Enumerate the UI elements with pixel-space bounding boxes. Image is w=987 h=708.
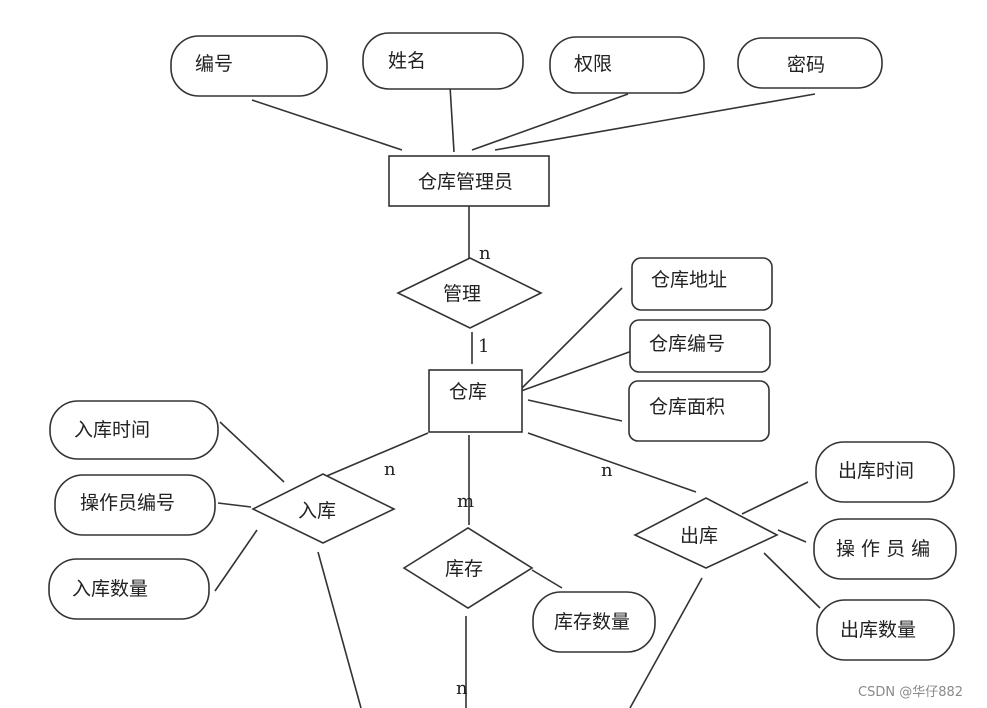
edge-outbound-time — [741, 481, 809, 515]
attribute-warehouse-address-label: 仓库地址 — [651, 269, 727, 291]
edge-warehouse-address — [520, 287, 623, 390]
attribute-name-label: 姓名 — [388, 50, 426, 72]
attribute-operator-id: 操作员编号 — [54, 474, 216, 536]
attribute-password: 密码 — [737, 37, 883, 89]
edge-stock-quantity — [531, 569, 563, 589]
attribute-name: 姓名 — [362, 32, 524, 90]
edge-warehouse-area — [527, 399, 623, 422]
entity-warehouse-manager-label: 仓库管理员 — [418, 171, 513, 193]
edge-outbound-down — [629, 577, 703, 708]
attribute-outbound-operator: 操 作 员 编 — [813, 518, 957, 580]
edge-inbound-quantity — [214, 529, 258, 592]
relationship-stock: 库存 — [402, 527, 534, 609]
edge-password-manager — [494, 93, 816, 151]
attribute-warehouse-number-label: 仓库编号 — [649, 333, 725, 355]
cardinality-inbound: n — [384, 459, 396, 480]
edge-warehouse-outbound — [527, 432, 697, 493]
edges — [214, 85, 821, 708]
attribute-warehouse-address: 仓库地址 — [631, 257, 773, 311]
attribute-inbound-quantity-label: 入库数量 — [72, 578, 148, 600]
entity-warehouse-manager: 仓库管理员 — [388, 155, 550, 207]
relationship-outbound-label: 出库 — [680, 525, 718, 547]
cardinality-manage-warehouse: 1 — [478, 336, 489, 357]
cardinality-stock-bottom: n — [456, 678, 468, 699]
edge-inbound-operator — [217, 502, 252, 508]
attribute-inbound-time: 入库时间 — [49, 400, 219, 460]
attribute-stock-quantity-label: 库存数量 — [554, 611, 630, 633]
cardinality-manage-manager: n — [479, 243, 491, 264]
attribute-outbound-quantity-label: 出库数量 — [840, 619, 916, 641]
relationship-outbound: 出库 — [633, 497, 779, 569]
attribute-permission: 权限 — [549, 36, 705, 94]
edge-inbound-time — [219, 421, 285, 483]
attribute-warehouse-area: 仓库面积 — [628, 380, 770, 442]
attribute-id: 编号 — [170, 35, 328, 97]
attribute-permission-label: 权限 — [574, 53, 612, 75]
entity-warehouse: 仓库 — [428, 369, 523, 433]
watermark: CSDN @华仔882 — [858, 685, 963, 700]
attribute-outbound-quantity: 出库数量 — [816, 599, 955, 661]
edge-name-manager — [449, 85, 455, 153]
cardinality-stock-warehouse: m — [457, 491, 474, 512]
cardinality-outbound: n — [601, 460, 613, 481]
edge-warehouse-number — [520, 350, 633, 392]
relationship-manage: 管理 — [396, 257, 543, 329]
edge-warehouse-inbound — [321, 432, 429, 479]
attribute-warehouse-area-label: 仓库面积 — [649, 396, 725, 418]
relationship-manage-label: 管理 — [443, 283, 481, 305]
attribute-outbound-operator-label: 操 作 员 编 — [836, 538, 930, 560]
attribute-operator-id-label: 操作员编号 — [80, 492, 175, 514]
relationship-inbound: 入库 — [251, 473, 396, 544]
attribute-outbound-time-label: 出库时间 — [838, 460, 914, 482]
attribute-warehouse-number: 仓库编号 — [629, 319, 771, 373]
attribute-inbound-time-label: 入库时间 — [74, 419, 150, 441]
attribute-inbound-quantity: 入库数量 — [48, 558, 210, 620]
relationship-stock-label: 库存 — [445, 558, 483, 580]
attribute-stock-quantity: 库存数量 — [532, 591, 656, 653]
edge-permission-manager — [471, 93, 629, 151]
edge-inbound-down — [317, 551, 362, 708]
attribute-id-label: 编号 — [195, 53, 233, 75]
edge-outbound-quantity — [763, 552, 821, 609]
attribute-outbound-time: 出库时间 — [815, 441, 955, 503]
edge-outbound-operator — [777, 529, 807, 543]
attribute-password-label: 密码 — [787, 54, 825, 76]
relationship-inbound-label: 入库 — [298, 500, 336, 522]
entity-warehouse-label: 仓库 — [449, 381, 487, 403]
edge-id-manager — [251, 99, 403, 151]
